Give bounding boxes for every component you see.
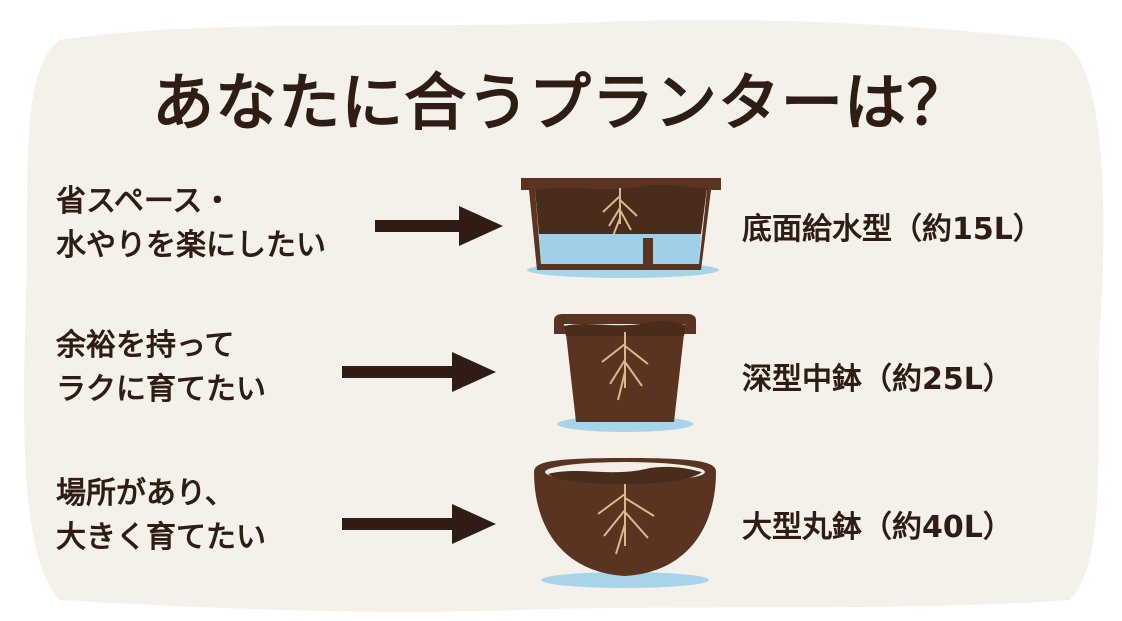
arrow-right-icon (375, 206, 503, 246)
option-row-large-round: 場所があり、 大きく育てたい 大型丸鉢（約40L） (0, 450, 1122, 590)
large-round-pot-icon (534, 458, 716, 588)
condition-line-2: ラクに育てたい (56, 372, 266, 407)
planter-label: 底面給水型（約15L） (742, 212, 1043, 247)
option-row-deep-medium: 余裕を持って ラクに育てたい 深型中鉢（約25L） (0, 308, 1122, 448)
condition-line-2: 水やりを楽にしたい (56, 228, 326, 263)
page-title: あなたに合うプランターは？ (152, 66, 970, 139)
condition-line-1: 場所があり、 (56, 476, 235, 511)
self-watering-planter-icon (521, 178, 721, 278)
condition-line-1: 余裕を持って (56, 328, 235, 363)
condition-line-1: 省スペース・ (56, 184, 233, 219)
arrow-right-icon (342, 352, 496, 392)
planter-label: 大型丸鉢（約40L） (742, 510, 1013, 545)
planter-label: 深型中鉢（約25L） (742, 362, 1013, 397)
arrow-right-icon (342, 504, 496, 544)
condition-text: 省スペース・ 水やりを楽にしたい (56, 180, 326, 268)
deep-medium-pot-icon (554, 314, 696, 432)
option-row-self-watering: 省スペース・ 水やりを楽にしたい 底面給水型（約15L） (0, 168, 1122, 308)
condition-text: 場所があり、 大きく育てたい (56, 472, 266, 560)
condition-text: 余裕を持って ラクに育てたい (56, 324, 266, 412)
condition-line-2: 大きく育てたい (56, 520, 266, 555)
